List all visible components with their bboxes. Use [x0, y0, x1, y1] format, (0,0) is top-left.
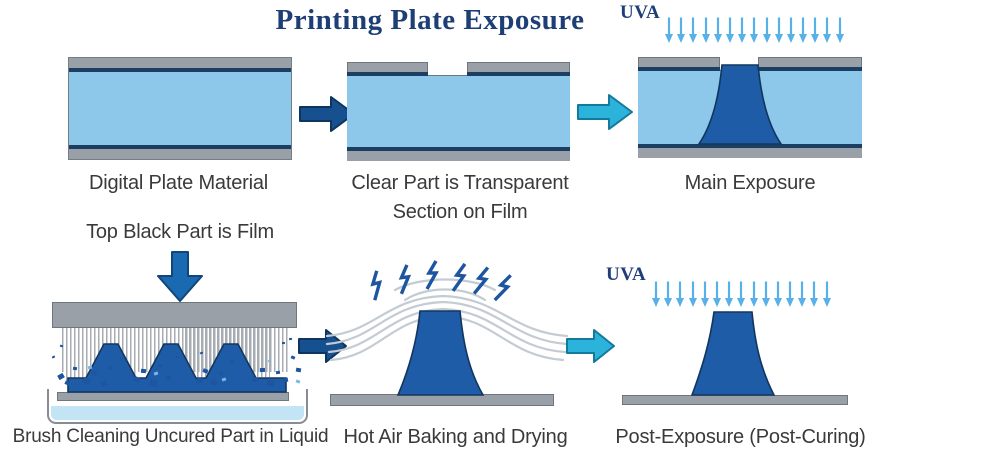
- debris-speck: [72, 366, 78, 371]
- clear-part-diagram: [347, 62, 570, 161]
- debris-speck: [218, 371, 224, 376]
- clear-part-label-line1: Clear Part is Transparent: [351, 172, 569, 194]
- uva-ray-icon: [762, 17, 771, 43]
- uva-ray-icon: [652, 281, 660, 307]
- debris-speck: [51, 355, 56, 359]
- right-arrow-icon: [298, 329, 347, 363]
- uva-ray-icon: [774, 17, 783, 43]
- cured-relief-shape: [690, 311, 776, 396]
- liquid-tray: [47, 389, 308, 424]
- uva-ray-icon: [798, 281, 807, 307]
- uva-label: UVA: [606, 264, 647, 285]
- digital-plate-diagram: [68, 57, 292, 160]
- diagram-title: Printing Plate Exposure: [275, 4, 585, 36]
- debris-speck: [295, 379, 301, 384]
- right-arrow-icon: [577, 94, 633, 130]
- debris-speck: [251, 376, 259, 383]
- heat-bolt-icon: [493, 274, 512, 302]
- heat-bolt-icon: [398, 264, 412, 295]
- heat-bolt-icon: [425, 260, 439, 290]
- debris-speck: [259, 367, 266, 373]
- debris-speck: [266, 379, 275, 387]
- film-segment-left: [347, 62, 428, 76]
- uva-ray-icon: [738, 17, 747, 43]
- uva-ray-icon: [822, 281, 831, 307]
- uva-ray-icon: [665, 17, 673, 43]
- clear-part-label-line2: Section on Film: [392, 201, 528, 223]
- uva-ray-icon: [810, 281, 819, 307]
- uva-ray-icon: [750, 17, 759, 43]
- film-layer-bottom: [638, 144, 862, 148]
- debris-speck: [281, 341, 286, 345]
- uva-ray-icon: [689, 17, 698, 43]
- film-segment-right: [467, 62, 570, 76]
- film-segment-right: [758, 57, 862, 71]
- film-segment-left: [638, 57, 720, 71]
- main-exposure-diagram: [638, 57, 862, 158]
- base-strip-bottom: [638, 148, 862, 158]
- uva-ray-icon: [761, 281, 770, 307]
- uva-ray-icon: [773, 281, 782, 307]
- film-strip-top: [69, 58, 291, 68]
- uva-ray-icon: [688, 281, 697, 307]
- uva-ray-icon: [786, 281, 795, 307]
- base-strip-bottom: [69, 149, 291, 159]
- uva-ray-icon: [823, 17, 832, 43]
- hot-air-label: Hot Air Baking and Drying: [343, 426, 568, 448]
- post-exposure-label: Post-Exposure (Post-Curing): [615, 426, 866, 448]
- uva-ray-icon: [676, 281, 685, 307]
- film-layer-bottom: [69, 145, 291, 149]
- uva-ray-icon: [811, 17, 820, 43]
- uva-ray-icon: [712, 281, 721, 307]
- digital-plate-label: Digital Plate Material: [88, 172, 268, 194]
- uva-ray-icon: [700, 281, 709, 307]
- debris-speck: [107, 365, 113, 370]
- debris-speck: [275, 370, 281, 375]
- uva-ray-icon: [677, 17, 686, 43]
- heat-bolt-icon: [451, 262, 467, 292]
- cleaning-liquid: [51, 406, 304, 420]
- cured-relief-shape: [396, 310, 485, 396]
- debris-speck: [290, 355, 296, 360]
- base-strip-bottom: [347, 151, 570, 161]
- uva-ray-icon: [737, 281, 746, 307]
- uva-ray-icon: [713, 17, 722, 43]
- film-note-label: Top Black Part is Film: [86, 221, 274, 243]
- uva-rays: [651, 281, 832, 308]
- uva-ray-icon: [786, 17, 795, 43]
- film-layer-bottom: [347, 147, 570, 151]
- uva-ray-icon: [725, 17, 734, 43]
- down-arrow-icon: [157, 251, 203, 302]
- main-exposure-label: Main Exposure: [684, 172, 816, 194]
- debris-speck: [59, 344, 64, 348]
- brush-holder-bar: [52, 302, 297, 328]
- debris-speck: [165, 375, 172, 381]
- uva-ray-icon: [749, 281, 758, 307]
- uva-rays: [664, 17, 845, 44]
- uva-ray-icon: [799, 17, 808, 43]
- debris-speck: [295, 367, 302, 373]
- uva-ray-icon: [835, 17, 844, 43]
- cured-relief-shape: [67, 343, 287, 393]
- right-arrow-icon: [566, 329, 615, 363]
- debris-speck: [288, 337, 293, 341]
- photopolymer-body: [69, 72, 291, 145]
- cured-relief-shape: [697, 64, 783, 145]
- heat-bolt-icon: [370, 270, 383, 301]
- debris-speck: [87, 365, 93, 370]
- uva-ray-icon: [664, 281, 673, 307]
- debris-speck: [175, 355, 180, 359]
- debris-speck: [57, 372, 65, 381]
- uva-ray-icon: [701, 17, 710, 43]
- film-layer-top: [69, 68, 291, 72]
- brush-cleaning-label: Brush Cleaning Uncured Part in Liquid: [12, 426, 329, 447]
- uva-label: UVA: [620, 2, 661, 23]
- heat-bolt-icon: [472, 266, 490, 295]
- uva-ray-icon: [725, 281, 734, 307]
- debris-speck: [158, 364, 162, 367]
- debris-speck: [140, 368, 147, 374]
- photopolymer-body: [347, 75, 570, 148]
- right-arrow-icon: [299, 96, 355, 132]
